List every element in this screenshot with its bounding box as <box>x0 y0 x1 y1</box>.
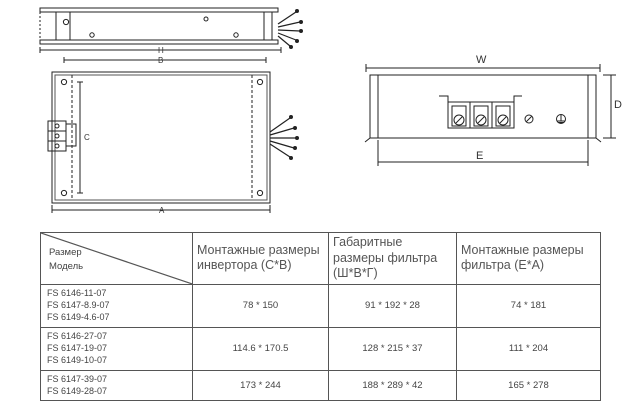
table-row: FS 6146-27-07 FS 6147-19-07 FS 6149-10-0… <box>40 326 601 371</box>
filter-overall-value: 91 * 192 * 28 <box>328 283 457 328</box>
model-name: FS 6149-28-07 <box>47 385 108 396</box>
filter-mounting-value: 111 * 204 <box>456 326 601 371</box>
ground-terminal <box>524 114 566 124</box>
corner-size-label: Размер <box>49 247 82 258</box>
label-b: B <box>158 56 163 65</box>
filter-mounting-value: 74 * 181 <box>456 283 601 328</box>
corner-diagonal <box>41 233 192 284</box>
model-cell: FS 6147-39-07 FS 6149-28-07 <box>40 369 193 401</box>
filter-plan-view <box>47 71 299 204</box>
inverter-mounting-value: 114.6 * 170.5 <box>192 326 329 371</box>
plan-view-wires <box>269 117 296 158</box>
label-c: C <box>84 133 90 142</box>
model-name: FS 6146-11-07 <box>47 287 107 298</box>
label-d: D <box>614 99 622 111</box>
model-cell: FS 6146-27-07 FS 6147-19-07 FS 6149-10-0… <box>40 326 193 371</box>
model-name: FS 6149-4.6-07 <box>47 311 110 322</box>
corner-model-label: Модель <box>49 261 84 272</box>
dimensions-table: Размер Модель Монтажные размеры инвертор… <box>40 232 601 401</box>
model-name: FS 6147-39-07 <box>47 373 108 384</box>
dimension-b <box>63 57 267 63</box>
filter-overall-value: 128 * 215 * 37 <box>328 326 457 371</box>
model-name: FS 6147-19-07 <box>47 342 108 353</box>
dimension-a <box>51 205 271 213</box>
dimension-h <box>39 47 282 53</box>
model-name: FS 6149-10-07 <box>47 354 108 365</box>
plan-view-wire-lugs <box>289 115 299 160</box>
filter-front-view <box>364 74 602 143</box>
label-w: W <box>476 54 487 66</box>
model-name: FS 6146-27-07 <box>47 330 108 341</box>
header-filter-overall: Габаритные размеры фильтра (Ш*В*Г) <box>328 232 457 285</box>
label-a: A <box>159 206 165 215</box>
plan-terminal-block <box>47 120 77 152</box>
filter-overall-value: 188 * 289 * 42 <box>328 369 457 401</box>
label-e: E <box>476 150 483 162</box>
table-row: FS 6147-39-07 FS 6149-28-07 173 * 244 18… <box>40 369 601 401</box>
model-cell: FS 6146-11-07 FS 6147-8.9-07 FS 6149-4.6… <box>40 283 193 328</box>
header-filter-mounting: Монтажные размеры фильтра (Е*А) <box>456 232 601 285</box>
side-view-wire-lugs <box>289 9 303 49</box>
filter-mounting-value: 165 * 278 <box>456 369 601 401</box>
model-name: FS 6147-8.9-07 <box>47 299 110 310</box>
table-row: FS 6146-11-07 FS 6147-8.9-07 FS 6149-4.6… <box>40 283 601 328</box>
inverter-mounting-value: 173 * 244 <box>192 369 329 401</box>
dimension-d <box>603 74 616 139</box>
dimension-e <box>377 140 589 166</box>
technical-drawing: H B A C W D E <box>39 7 622 215</box>
filter-side-view <box>39 7 303 49</box>
table-corner-cell: Размер Модель <box>40 232 193 285</box>
table-header-row: Размер Модель Монтажные размеры инвертор… <box>40 232 601 285</box>
dimension-c <box>77 81 83 194</box>
side-view-wires <box>277 11 301 47</box>
inverter-mounting-value: 78 * 150 <box>192 283 329 328</box>
label-h: H <box>158 46 164 55</box>
header-inverter-mounting: Монтажные размеры инвертора (С*В) <box>192 232 329 285</box>
dimension-w <box>365 64 601 72</box>
front-terminal-block <box>439 95 522 129</box>
